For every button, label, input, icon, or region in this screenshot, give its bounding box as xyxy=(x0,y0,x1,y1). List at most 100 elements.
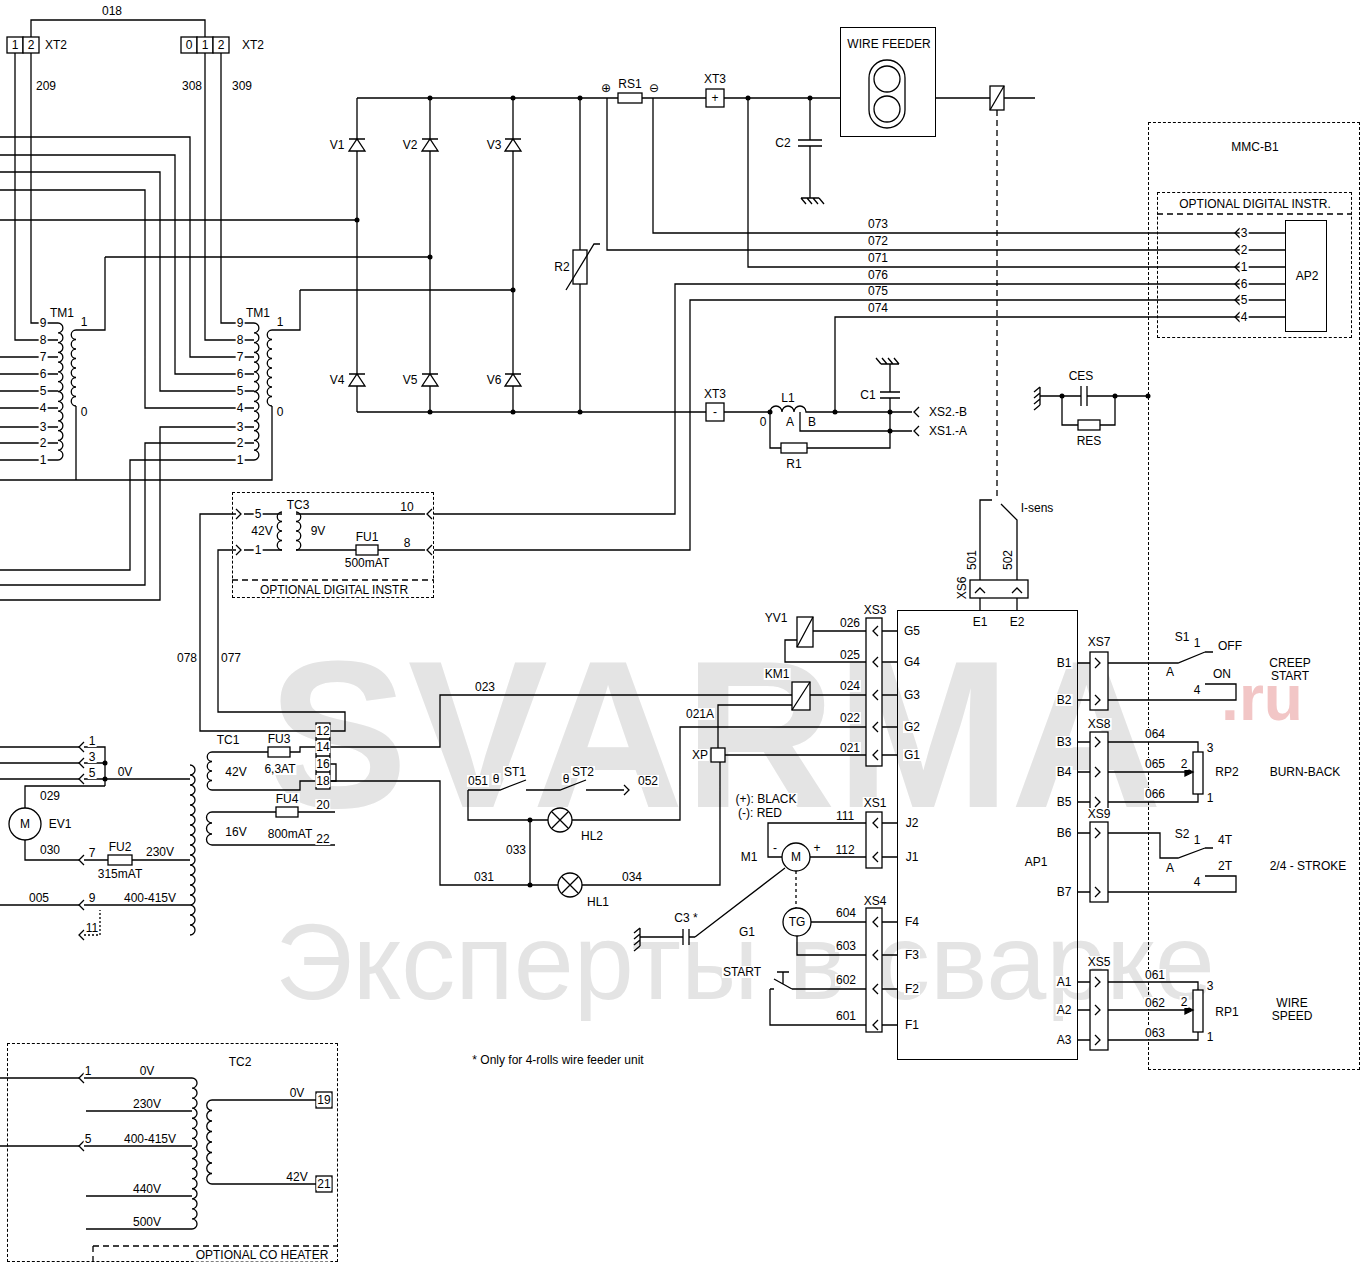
schematic-label: 4 xyxy=(1193,684,1202,696)
coil-winding xyxy=(254,323,259,460)
schematic-label: 3 xyxy=(236,421,245,433)
connector-pin xyxy=(914,426,919,436)
junction-dot xyxy=(511,96,516,101)
schematic-label: V3 xyxy=(486,139,503,151)
schematic-label: 16V xyxy=(224,826,247,838)
schematic-label: M xyxy=(790,851,802,863)
schematic-label: 4 xyxy=(39,402,48,414)
schematic-label: 500V xyxy=(132,1216,162,1228)
schematic-label: A xyxy=(785,416,795,428)
schematic-label: G1 xyxy=(903,749,921,761)
schematic-label: 0V xyxy=(289,1087,306,1099)
schematic-label: B5 xyxy=(1056,796,1073,808)
schematic-label: 42V xyxy=(250,525,273,537)
schematic-label: 4 xyxy=(1193,876,1202,888)
connector-pin xyxy=(873,657,878,667)
schematic-label: (-): RED xyxy=(737,807,783,819)
coil-winding xyxy=(296,512,301,550)
coil-winding xyxy=(192,1078,197,1229)
schematic-label: 1 xyxy=(39,454,48,466)
junction-dot xyxy=(355,218,360,223)
node-title: WIRE FEEDER xyxy=(845,38,932,51)
schematic-label: 1 xyxy=(254,544,263,556)
schematic-label: ST1 xyxy=(503,766,527,778)
connector-pin xyxy=(236,545,241,555)
node-title: AP2 xyxy=(1294,270,1321,283)
junction-dot xyxy=(888,410,893,415)
schematic-label: 033 xyxy=(505,844,527,856)
coil-winding xyxy=(71,330,76,406)
junction-dot xyxy=(808,96,813,101)
schematic-label: 1 xyxy=(201,39,210,51)
schematic-label: XP xyxy=(691,749,709,761)
schematic-label: 604 xyxy=(835,907,857,919)
coil-winding xyxy=(207,752,212,790)
schematic-label: 209 xyxy=(35,80,57,92)
schematic-label: XS4 xyxy=(863,895,888,907)
connector-pin xyxy=(873,917,878,927)
coil-winding xyxy=(207,812,213,845)
schematic-label: B1 xyxy=(1056,657,1073,669)
junction-dot xyxy=(428,255,433,260)
schematic-label: WIRE SPEED xyxy=(1266,997,1318,1023)
schematic-label: C1 xyxy=(859,389,876,401)
schematic-label: 1 xyxy=(1206,792,1215,804)
schematic-label: A xyxy=(1165,862,1175,874)
connector-pin xyxy=(1095,797,1100,807)
schematic-label: 500mAT xyxy=(344,557,390,569)
schematic-label: 800mAT xyxy=(267,828,313,840)
schematic-label: 12 xyxy=(315,725,330,737)
schematic-label: V1 xyxy=(329,139,346,151)
connector-pin xyxy=(79,855,84,865)
schematic-label: 0 xyxy=(80,406,89,418)
connector-pin xyxy=(1095,828,1100,838)
schematic-label: RES xyxy=(1076,435,1103,447)
schematic-label: 021 xyxy=(839,742,861,754)
connector-pin xyxy=(624,785,629,795)
schematic-label: FU3 xyxy=(267,733,292,745)
schematic-label: 5 xyxy=(88,767,97,779)
schematic-label: 9 xyxy=(39,317,48,329)
schematic-label: B6 xyxy=(1056,827,1073,839)
schematic-label: 1 xyxy=(1193,637,1202,649)
schematic-label: XS1 xyxy=(863,797,888,809)
component-symbols xyxy=(79,96,1240,1152)
schematic-label: 602 xyxy=(835,974,857,986)
schematic-label: HL1 xyxy=(586,896,610,908)
schematic-label: XT2 xyxy=(241,39,265,51)
schematic-label: 601 xyxy=(835,1010,857,1022)
schematic-label: B3 xyxy=(1056,736,1073,748)
schematic-label: 5 xyxy=(1240,294,1249,306)
schematic-label: 064 xyxy=(1144,728,1166,740)
schematic-label: XS3 xyxy=(863,604,888,616)
schematic-label: F1 xyxy=(904,1019,920,1031)
schematic-label: 1 xyxy=(236,454,245,466)
schematic-label: A1 xyxy=(1056,976,1073,988)
schematic-label: XS2.-B xyxy=(928,406,968,418)
connector-pin xyxy=(79,742,84,752)
schematic-label: I-sens xyxy=(1020,502,1055,514)
schematic-label: 112 xyxy=(834,844,855,856)
schematic-label: 400-415V xyxy=(123,892,177,904)
schematic-label: XT3 xyxy=(703,388,727,400)
schematic-label: C2 xyxy=(774,137,791,149)
schematic-label: * Only for 4-rolls wire feeder unit xyxy=(471,1054,644,1066)
junction-dot xyxy=(511,410,516,415)
schematic-label: TM1 xyxy=(49,307,75,319)
schematic-label: XS1.-A xyxy=(928,425,968,437)
schematic-label: RP2 xyxy=(1214,766,1239,778)
junction-dot xyxy=(528,883,533,888)
schematic-label: E2 xyxy=(1009,616,1026,628)
schematic-label: 2 xyxy=(236,437,245,449)
schematic-label: 029 xyxy=(39,790,61,802)
coil-winding xyxy=(267,330,272,406)
module-box: AP2 xyxy=(1285,220,1327,332)
node-title: MMC-B1 xyxy=(1229,141,1280,154)
schematic-label: 16 xyxy=(315,758,330,770)
schematic-label: 024 xyxy=(839,680,861,692)
coil-winding xyxy=(190,765,195,935)
schematic-label: 022 xyxy=(839,712,861,724)
schematic-label: 315mAT xyxy=(97,868,143,880)
